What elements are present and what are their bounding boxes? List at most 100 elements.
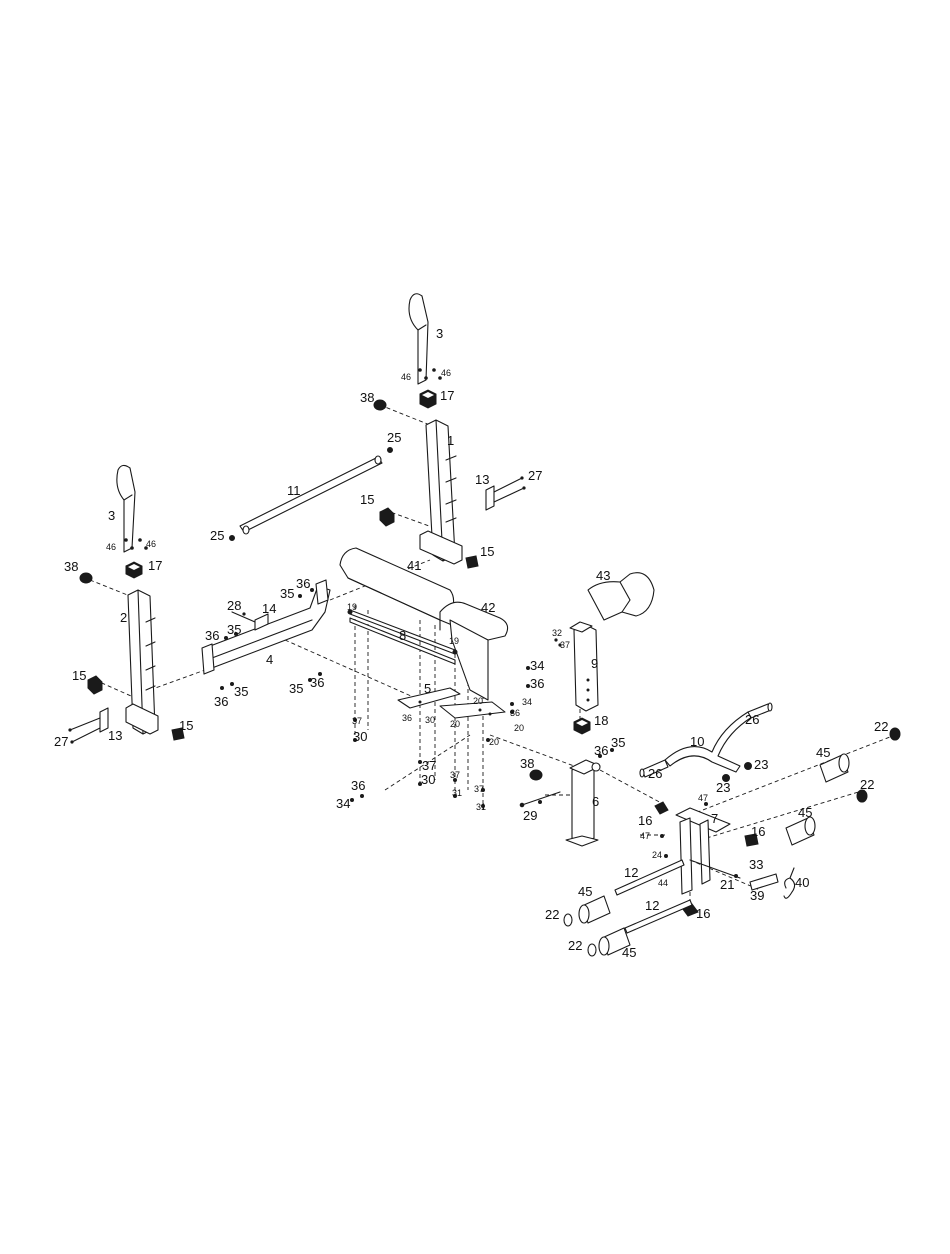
callout-18: 18 — [594, 713, 608, 728]
callout-4: 4 — [266, 652, 273, 667]
part-2-left-upright — [126, 590, 158, 734]
callout-35: 35 — [234, 684, 248, 699]
callout-29: 29 — [523, 808, 537, 823]
callout-40: 40 — [795, 875, 809, 890]
callout-15: 15 — [72, 668, 86, 683]
part-3-left-upright-insert — [117, 465, 148, 552]
callout-13: 13 — [108, 728, 122, 743]
callout-12: 12 — [645, 898, 659, 913]
callout-34: 34 — [336, 796, 350, 811]
callout-36: 36 — [351, 778, 365, 793]
callout-2: 2 — [120, 610, 127, 625]
callout-38: 38 — [360, 390, 374, 405]
callout-10: 10 — [690, 734, 704, 749]
callout-36: 36 — [402, 713, 412, 723]
part-13-left-bracket — [68, 708, 108, 744]
callout-37: 37 — [450, 770, 460, 780]
callout-19: 19 — [347, 602, 357, 612]
callout-31: 31 — [452, 788, 462, 798]
callout-36: 36 — [296, 576, 310, 591]
callout-26: 26 — [745, 712, 759, 727]
callout-15: 15 — [179, 718, 193, 733]
part-38-post-knob — [530, 770, 542, 780]
callout-34: 34 — [530, 658, 544, 673]
callout-36: 36 — [214, 694, 228, 709]
callout-21: 21 — [720, 877, 734, 892]
callout-33: 33 — [749, 857, 763, 872]
callout-15: 15 — [360, 492, 374, 507]
callout-36: 36 — [530, 676, 544, 691]
callout-47: 47 — [640, 831, 650, 841]
callout-9: 9 — [591, 656, 598, 671]
part-29-bolt — [520, 792, 560, 807]
callout-37: 37 — [474, 784, 484, 794]
callout-47: 47 — [698, 793, 708, 803]
callout-16: 16 — [751, 824, 765, 839]
callout-20: 20 — [450, 719, 460, 729]
callout-27: 27 — [528, 468, 542, 483]
callout-22: 22 — [568, 938, 582, 953]
callout-30: 30 — [425, 715, 435, 725]
callout-32: 32 — [552, 628, 562, 638]
part-13-right-bracket — [486, 476, 526, 510]
part-5-plate — [398, 688, 505, 718]
callout-45: 45 — [622, 945, 636, 960]
callout-44: 44 — [658, 878, 668, 888]
callout-34: 34 — [522, 697, 532, 707]
callout-35: 35 — [289, 681, 303, 696]
callout-24: 24 — [652, 850, 662, 860]
callout-3: 3 — [108, 508, 115, 523]
callout-27: 27 — [54, 734, 68, 749]
part-17-right-cap — [420, 390, 436, 408]
callout-37: 37 — [352, 716, 362, 726]
callout-3: 3 — [436, 326, 443, 341]
callout-22: 22 — [874, 719, 888, 734]
callout-22: 22 — [860, 777, 874, 792]
callout-6: 6 — [592, 794, 599, 809]
callout-13: 13 — [475, 472, 489, 487]
callout-16: 16 — [638, 813, 652, 828]
callout-31: 31 — [476, 802, 486, 812]
callout-19: 19 — [449, 636, 459, 646]
callout-30: 30 — [353, 729, 367, 744]
callout-35: 35 — [611, 735, 625, 750]
callout-36: 36 — [594, 743, 608, 758]
callout-45: 45 — [816, 745, 830, 760]
callout-20: 20 — [514, 723, 524, 733]
part-18-cap — [574, 718, 590, 734]
callout-22: 22 — [545, 907, 559, 922]
callout-17: 17 — [148, 558, 162, 573]
callout-38: 38 — [520, 756, 534, 771]
callout-28: 28 — [227, 598, 241, 613]
callout-46: 46 — [146, 539, 156, 549]
callout-35: 35 — [227, 622, 241, 637]
callout-39: 39 — [750, 888, 764, 903]
callout-36: 36 — [510, 708, 520, 718]
callout-36: 36 — [310, 675, 324, 690]
part-38-right-knob — [374, 400, 386, 410]
callout-5: 5 — [424, 681, 431, 696]
callout-8: 8 — [399, 628, 406, 643]
callout-11: 11 — [287, 483, 301, 498]
callout-12: 12 — [624, 865, 638, 880]
callout-37: 37 — [422, 758, 436, 773]
callout-26: 26 — [648, 766, 662, 781]
callout-41: 41 — [407, 558, 421, 573]
callout-7: 7 — [711, 811, 718, 826]
callout-14: 14 — [262, 601, 276, 616]
callout-30: 30 — [421, 772, 435, 787]
callout-17: 17 — [440, 388, 454, 403]
callout-20: 20 — [473, 696, 483, 706]
callout-46: 46 — [106, 542, 116, 552]
callout-35: 35 — [280, 586, 294, 601]
callout-16: 16 — [696, 906, 710, 921]
callout-45: 45 — [798, 805, 812, 820]
callout-1: 1 — [447, 433, 454, 448]
callout-36: 36 — [205, 628, 219, 643]
callout-25: 25 — [210, 528, 224, 543]
part-45-foam-rollers — [579, 754, 849, 955]
callout-45: 45 — [578, 884, 592, 899]
callout-15: 15 — [480, 544, 494, 559]
callout-23: 23 — [754, 757, 768, 772]
